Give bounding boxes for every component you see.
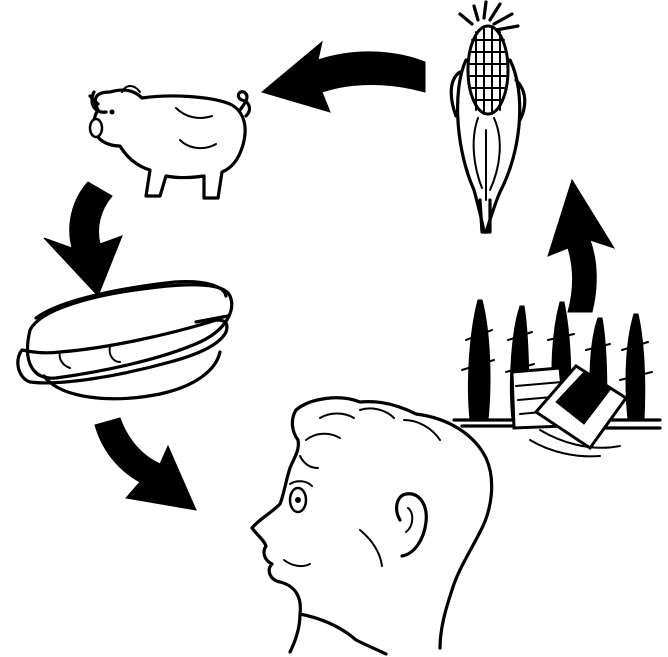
corn-icon (449, 0, 527, 234)
cycle-arrow-pig-to-hotdog (43, 181, 123, 297)
compost-bin (510, 364, 629, 458)
cycle-arrow-field-to-corn (547, 178, 616, 313)
person-head-icon (250, 396, 494, 656)
hot-dog-icon (16, 280, 234, 401)
cycle-arrow-corn-to-pig (260, 40, 426, 113)
cycle-arrow-hotdog-to-person (94, 417, 197, 511)
field-with-compost-icon (452, 299, 662, 458)
pig-icon (88, 85, 252, 200)
